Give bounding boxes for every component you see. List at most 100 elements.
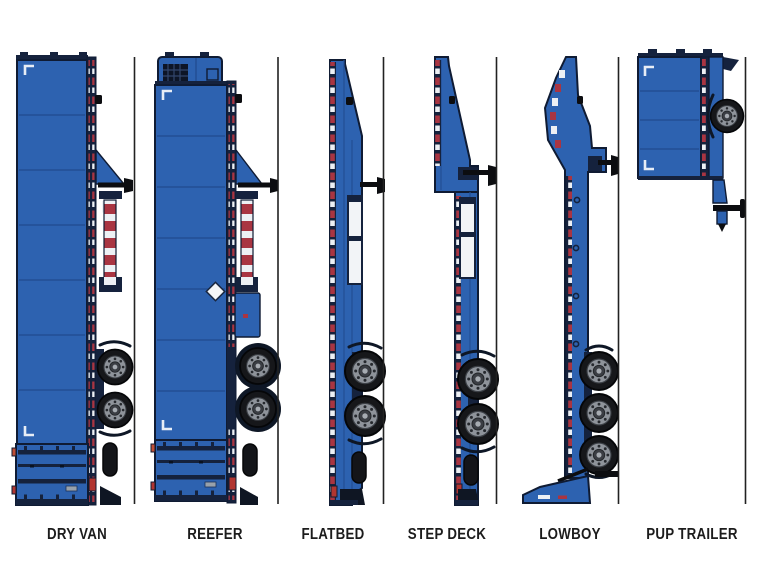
reefer-box (154, 84, 228, 441)
reefer-landing-gear (236, 191, 258, 292)
lowboy-rear-tail (522, 474, 592, 504)
pup-drawbar-tongue (712, 179, 728, 204)
conspicuity-strip (228, 84, 235, 500)
fender (98, 429, 132, 437)
pup-roof-tabs (648, 49, 712, 54)
step-deck-landing-gear (459, 197, 476, 279)
landing-gear-crank-rod (360, 182, 378, 187)
rear-bumper-bar (595, 471, 618, 477)
reefer-grille-bars (163, 64, 188, 82)
step-deck-rear-sill (455, 500, 478, 505)
trailer-label-lowboy: LOWBOY (539, 526, 601, 543)
pup-drawbar-eye (740, 199, 745, 218)
dry-van-wheel (96, 348, 134, 386)
column-dividers (133, 57, 747, 504)
landing-gear-crank-handle (488, 165, 496, 186)
dry-van-roof-tabs (20, 52, 87, 57)
marker-light (150, 481, 156, 491)
step-deck-wheel (457, 358, 499, 400)
fender (98, 340, 132, 348)
fender (347, 341, 383, 350)
fender (584, 344, 614, 352)
landing-gear-crossbar (348, 236, 362, 241)
lowboy-wheel (579, 393, 619, 433)
tail-reflector (558, 495, 567, 499)
fuel-box-detail (243, 314, 248, 318)
trailer-illustrations (11, 49, 747, 506)
corner-mark (643, 65, 654, 76)
tail-light (88, 477, 97, 492)
landing-gear-crank-handle (611, 155, 618, 176)
step-deck-axle-mount (468, 360, 477, 440)
tail-reflector (538, 495, 550, 499)
marker-light (150, 443, 156, 453)
landing-gear-crank-rod (463, 170, 489, 175)
flatbed-axle-mount (352, 352, 361, 432)
reefer-unit-grille (163, 64, 188, 82)
trailer-label-step-deck: STEP DECK (407, 526, 487, 543)
spare-tire (463, 454, 479, 486)
step-deck-upper-deck (434, 56, 479, 193)
spare-tire (242, 443, 258, 477)
pup-trailer-illustration (637, 49, 745, 232)
landing-gear-crank-handle (124, 178, 133, 193)
deck-knob (449, 96, 455, 104)
spare-tire (102, 442, 118, 477)
dry-van-illustration (11, 52, 134, 506)
dry-van-axle-mount (96, 349, 104, 429)
reefer-front-cap (155, 81, 227, 86)
reefer-panel-seams (157, 135, 225, 392)
deck-knob (346, 97, 353, 105)
dry-van-box (16, 59, 88, 445)
pup-front-cap (638, 53, 723, 58)
door-latch-knob (235, 94, 242, 103)
dry-van-front-cap (16, 55, 88, 61)
reefer-fairing (235, 147, 264, 185)
spare-tire (351, 451, 367, 484)
reefer-roof-tabs (165, 52, 209, 57)
fender (347, 437, 383, 446)
dry-van-landing-gear (99, 191, 122, 292)
fender (460, 445, 496, 454)
dry-van-fairing (95, 148, 126, 185)
tail-strut (557, 467, 589, 483)
landing-gear-top (348, 196, 362, 202)
landing-gear-crank-handle (270, 178, 278, 193)
corner-mark (643, 160, 654, 171)
reefer-rear-frame (154, 439, 228, 502)
landing-gear-crank-rod (238, 182, 270, 188)
pup-kingpin (718, 224, 726, 232)
trailer-label-dry-van: DRY VAN (46, 526, 108, 543)
pup-bottom-cap (638, 176, 723, 180)
reefer-illustration (150, 52, 281, 505)
tail-light (228, 476, 237, 491)
step-deck-wheel (457, 403, 499, 445)
pup-panel-seams (640, 90, 699, 150)
marker-light (11, 485, 17, 495)
landing-gear-crossbar (460, 232, 475, 237)
crank-mount (588, 156, 602, 171)
trailer-label-pup-trailer: PUP TRAILER (646, 526, 738, 543)
pup-box (637, 56, 702, 179)
pup-wheel (709, 98, 745, 134)
conspicuity-strip (435, 60, 441, 166)
mud-flap (240, 487, 258, 505)
conspicuity-strip (88, 60, 95, 502)
flatbed-wheel (344, 395, 386, 437)
reefer-wheel (239, 347, 277, 385)
lowboy-illustration (522, 56, 619, 504)
lowboy-wheel (579, 351, 619, 391)
corner-mark (161, 420, 172, 431)
reefer-wheel (239, 390, 277, 428)
mud-flap (100, 486, 121, 505)
corner-mark (23, 64, 34, 75)
marker-light (11, 447, 17, 457)
pup-corner-bracket (723, 57, 739, 71)
landing-gear-crank-rod (598, 160, 611, 165)
deck-knob (577, 96, 583, 104)
door-latch-knob (95, 95, 102, 104)
deck-tie-down-rings (572, 196, 581, 348)
dry-van-wheel (96, 391, 134, 429)
dry-van-rear-frame (15, 443, 89, 506)
